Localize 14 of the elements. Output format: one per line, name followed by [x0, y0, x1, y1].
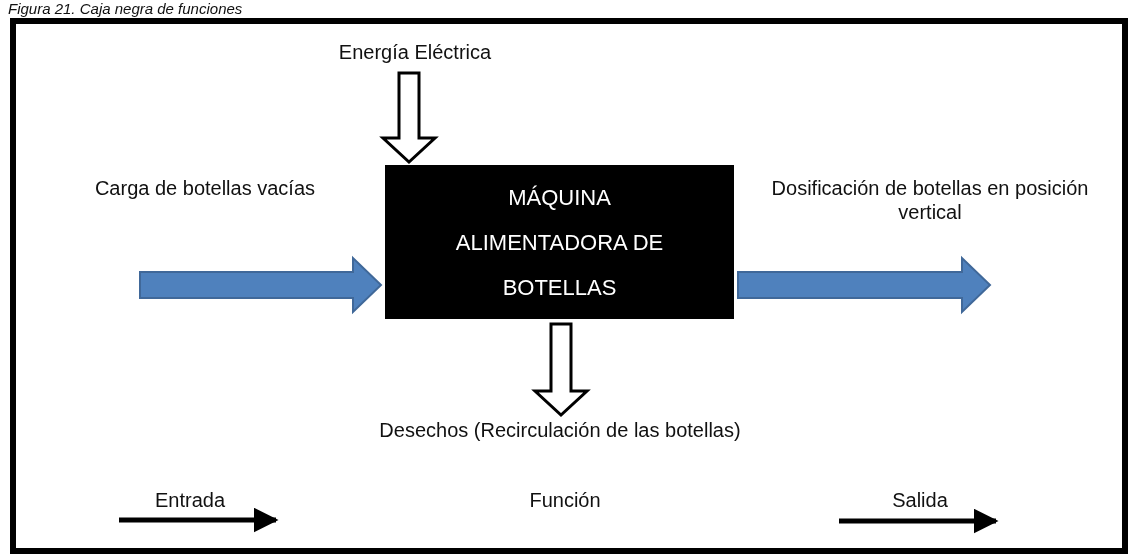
node-label: Energía Eléctrica [337, 40, 493, 64]
block-arrow [737, 255, 992, 315]
block-arrow [139, 255, 383, 315]
text-label: Función [528, 488, 602, 512]
text-label: Salida [891, 488, 949, 512]
text-label: Carga de botellas vacías [93, 176, 317, 200]
figure-title: Figura 21. Caja negra de funciones [8, 0, 243, 18]
text-label: Entrada [153, 488, 227, 512]
process-box [385, 165, 734, 319]
text-label: Dosificación de botellas en posición vertical [770, 176, 1090, 224]
hollow-arrow [531, 322, 591, 418]
hollow-arrow [379, 71, 439, 165]
box-title: MÁQUINA ALIMENTADORA DE BOTELLAS [454, 183, 665, 302]
node-label: Desechos (Recirculación de las botellas) [378, 418, 742, 442]
